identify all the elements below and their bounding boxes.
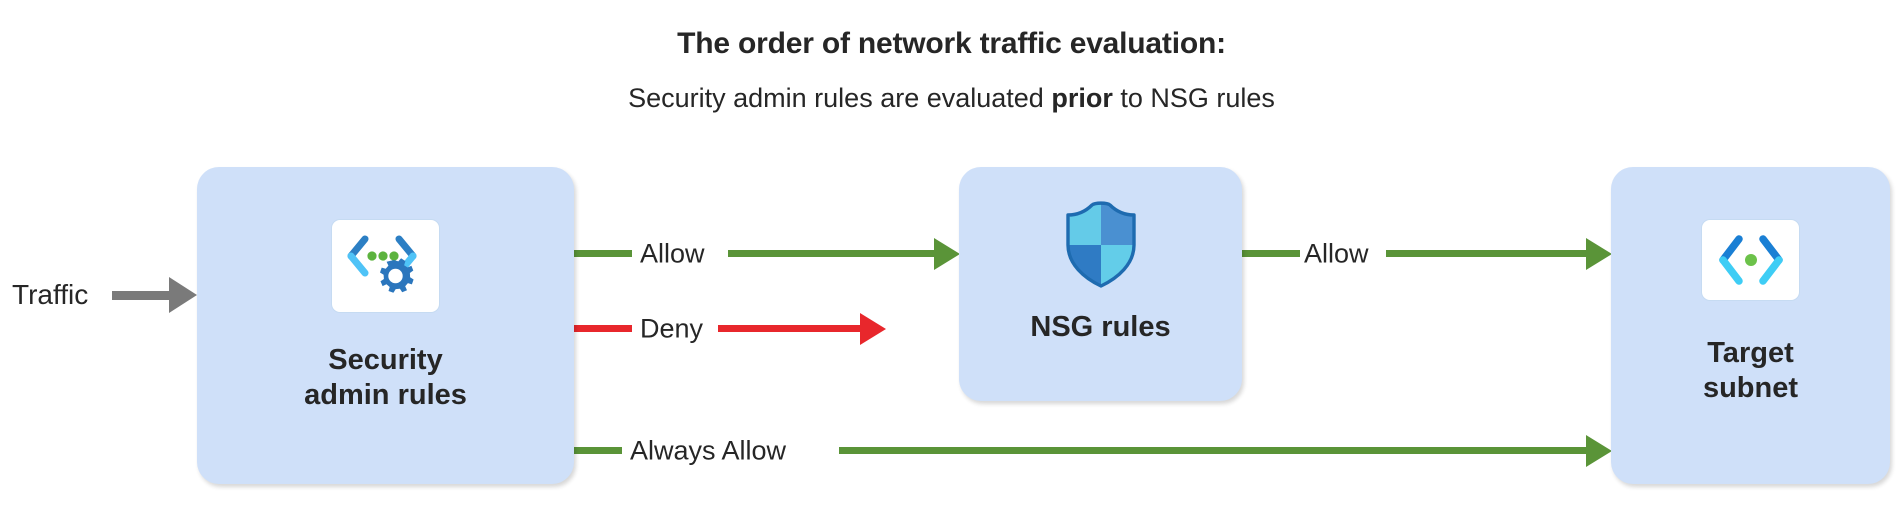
node-nsg-rules[interactable]: NSG rules (959, 167, 1242, 401)
page-subtitle: Security admin rules are evaluated prior… (0, 83, 1903, 114)
security-admin-rules-icon (331, 219, 440, 313)
node-label-target-subnet: Target subnet (1702, 337, 1799, 405)
allow-to-target-line-right (1386, 250, 1586, 257)
node-label-nsg-rules: NSG rules (1030, 311, 1171, 343)
subtitle-text-before: Security admin rules are evaluated (628, 83, 1052, 113)
deny-line-right (718, 325, 860, 332)
edge-label-allow-to-nsg: Allow (640, 238, 705, 269)
node-label-security-admin-rules: Security admin rules (304, 344, 467, 412)
traffic-arrow-line (112, 291, 169, 300)
deny-arrow-head-icon (860, 313, 886, 345)
subtitle-emphasis: prior (1051, 83, 1113, 113)
allow-to-nsg-arrow-head-icon (934, 238, 960, 270)
allow-to-target-arrow-head-icon (1586, 238, 1612, 270)
node-target-subnet[interactable]: Target subnet (1611, 167, 1890, 484)
traffic-arrow-head-icon (169, 277, 197, 313)
node-security-admin-rules[interactable]: Security admin rules (197, 167, 574, 484)
always-allow-line-left (574, 447, 622, 454)
edge-label-traffic: Traffic (12, 279, 89, 310)
edge-label-allow-to-target: Allow (1304, 238, 1369, 269)
shield-icon (1062, 201, 1140, 294)
allow-to-nsg-line-left (574, 250, 632, 257)
edge-label-always-allow: Always Allow (630, 435, 787, 466)
allow-to-nsg-line-right (728, 250, 934, 257)
subtitle-text-after: to NSG rules (1112, 83, 1275, 113)
always-allow-arrow-head-icon (1586, 435, 1612, 467)
deny-line-left (574, 325, 632, 332)
subnet-code-icon (1701, 219, 1800, 301)
page-title: The order of network traffic evaluation: (677, 27, 1226, 60)
always-allow-line-right (839, 447, 1586, 454)
edge-label-deny: Deny (640, 313, 704, 344)
allow-to-target-line-left (1242, 250, 1300, 257)
